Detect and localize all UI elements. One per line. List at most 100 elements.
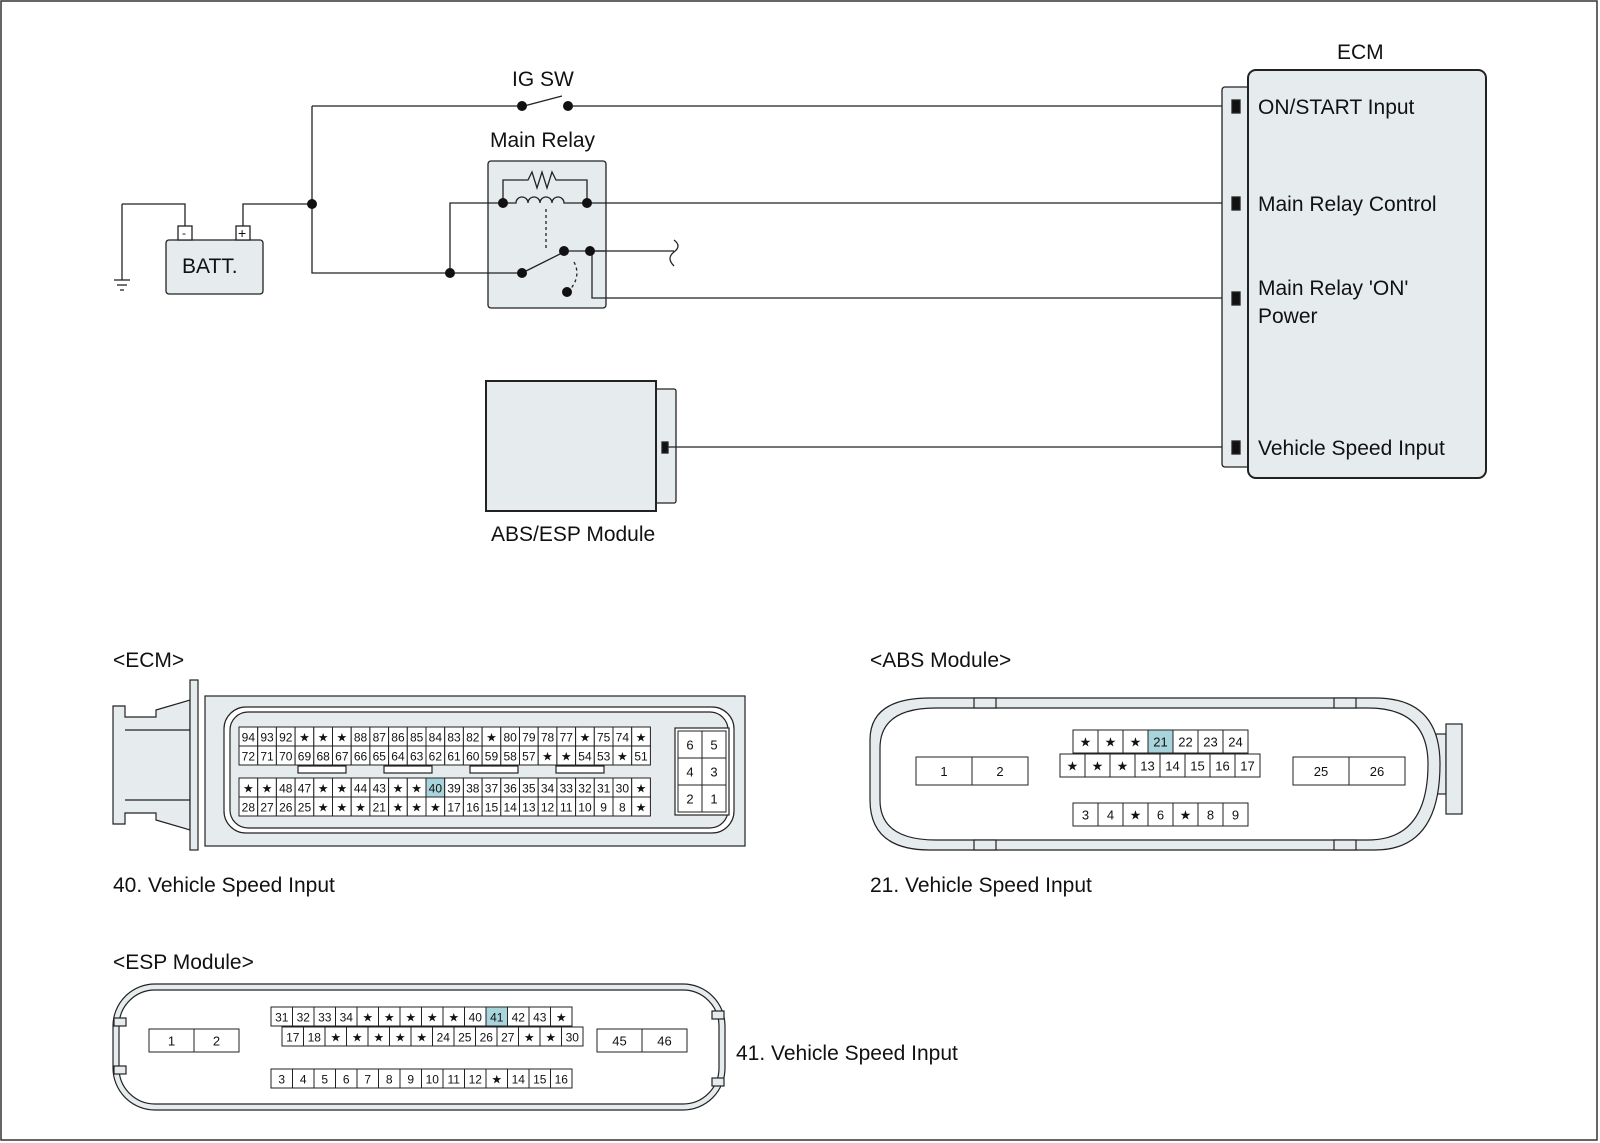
pin-label: 15 bbox=[1190, 759, 1204, 774]
pin-label: ★ bbox=[486, 731, 497, 745]
pin-label: 58 bbox=[503, 750, 517, 764]
pin-label: 14 bbox=[503, 801, 517, 815]
pin-cell bbox=[631, 796, 651, 817]
pin-label: 51 bbox=[634, 750, 648, 764]
pin-label: 25 bbox=[298, 801, 312, 815]
pin-label: 6 bbox=[1157, 808, 1164, 823]
pin-label: 66 bbox=[354, 750, 368, 764]
pin-label: ★ bbox=[636, 731, 647, 745]
pin-label: 6 bbox=[343, 1073, 350, 1087]
batt-minus-label: - bbox=[182, 226, 186, 240]
pin-label: ★ bbox=[243, 782, 254, 796]
pin-label: ★ bbox=[384, 1011, 395, 1025]
pin-label: 26 bbox=[279, 801, 293, 815]
pin-label: ★ bbox=[395, 1031, 406, 1045]
pin-label: ★ bbox=[352, 1031, 363, 1045]
pin-cell bbox=[701, 784, 727, 813]
pin-label: 57 bbox=[522, 750, 536, 764]
pin-label: 44 bbox=[354, 782, 368, 796]
abs-connector-title: <ABS Module> bbox=[870, 649, 1011, 672]
pin-label: 62 bbox=[429, 750, 443, 764]
pin-label: 43 bbox=[533, 1011, 547, 1025]
pin-label: 5 bbox=[710, 738, 717, 753]
pin-label: ★ bbox=[427, 1011, 438, 1025]
pin-label: ★ bbox=[362, 1011, 373, 1025]
pin-label: ★ bbox=[336, 782, 347, 796]
main-relay-label: Main Relay bbox=[490, 129, 596, 152]
pin-label: 60 bbox=[466, 750, 480, 764]
pin-label: 4 bbox=[1107, 808, 1114, 823]
pin-label: 48 bbox=[279, 782, 293, 796]
pin-label: ★ bbox=[318, 801, 329, 815]
pin-label: 14 bbox=[1165, 759, 1179, 774]
pin-label: ★ bbox=[336, 801, 347, 815]
pin-label: ★ bbox=[1105, 735, 1117, 750]
pin-label: 41 bbox=[490, 1011, 504, 1025]
pin-label: 6 bbox=[686, 738, 693, 753]
pin-label: ★ bbox=[561, 750, 572, 764]
pin-label: 1 bbox=[940, 764, 947, 779]
ecm-pin-power: Power bbox=[1258, 305, 1318, 328]
pin-label: ★ bbox=[1092, 759, 1104, 774]
ecm-pin-main-relay-on: Main Relay 'ON' bbox=[1258, 277, 1408, 300]
pin-label: 36 bbox=[503, 782, 517, 796]
pin-label: 67 bbox=[335, 750, 349, 764]
pin-label: ★ bbox=[393, 782, 404, 796]
pin-label: 3 bbox=[710, 765, 717, 780]
pin-label: 18 bbox=[308, 1031, 322, 1045]
pin-label: 28 bbox=[242, 801, 256, 815]
pin-label: 31 bbox=[275, 1011, 289, 1025]
pin-label: 61 bbox=[447, 750, 461, 764]
pin-label: 3 bbox=[278, 1073, 285, 1087]
pin-label: ★ bbox=[1067, 759, 1079, 774]
pin-label: 68 bbox=[316, 750, 330, 764]
pin-label: 27 bbox=[260, 801, 274, 815]
pin-label: 13 bbox=[522, 801, 536, 815]
pin-label: 10 bbox=[578, 801, 592, 815]
ecm-unit bbox=[1221, 69, 1487, 479]
pin-label: 31 bbox=[597, 782, 611, 796]
pin-label: ★ bbox=[524, 1031, 535, 1045]
pin-label: 64 bbox=[391, 750, 405, 764]
pin-label: 16 bbox=[1215, 759, 1229, 774]
pin-label: 82 bbox=[466, 731, 480, 745]
pin-label: 9 bbox=[407, 1073, 414, 1087]
pin-label: 75 bbox=[597, 731, 611, 745]
main-relay bbox=[487, 160, 607, 309]
pin-label: 39 bbox=[447, 782, 461, 796]
pin-label: 1 bbox=[168, 1034, 175, 1049]
pin-cell bbox=[641, 1028, 688, 1053]
pin-label: ★ bbox=[262, 782, 273, 796]
pin-label: 86 bbox=[391, 731, 405, 745]
batt-plus-label: + bbox=[238, 225, 246, 241]
pin-label: 45 bbox=[612, 1034, 626, 1049]
pin-label: ★ bbox=[318, 782, 329, 796]
pin-label: 47 bbox=[298, 782, 312, 796]
pin-label: 53 bbox=[597, 750, 611, 764]
ecm-pin-vehicle-speed: Vehicle Speed Input bbox=[1258, 437, 1445, 460]
pin-label: 32 bbox=[297, 1011, 311, 1025]
pin-label: 69 bbox=[298, 750, 312, 764]
pin-label: 30 bbox=[566, 1031, 580, 1045]
ecm-pin-main-relay-control: Main Relay Control bbox=[1258, 193, 1437, 216]
pin-label: 85 bbox=[410, 731, 424, 745]
pin-label: ★ bbox=[411, 782, 422, 796]
pin-label: 84 bbox=[429, 731, 443, 745]
pin-label: ★ bbox=[542, 750, 553, 764]
key-slot bbox=[383, 765, 433, 774]
pin-label: 38 bbox=[466, 782, 480, 796]
pin-label: 5 bbox=[321, 1073, 328, 1087]
pin-label: ★ bbox=[299, 731, 310, 745]
pin-label: 17 bbox=[1240, 759, 1254, 774]
pin-label: 32 bbox=[578, 782, 592, 796]
pin-label: ★ bbox=[1130, 808, 1142, 823]
pin-label: 13 bbox=[1140, 759, 1154, 774]
pin-label: 4 bbox=[686, 765, 693, 780]
pin-label: 40 bbox=[469, 1011, 483, 1025]
pin-label: 74 bbox=[616, 731, 630, 745]
pin-label: 87 bbox=[373, 731, 387, 745]
pin-label: ★ bbox=[405, 1011, 416, 1025]
pin-label: 9 bbox=[1232, 808, 1239, 823]
abs-esp-module bbox=[485, 380, 677, 512]
